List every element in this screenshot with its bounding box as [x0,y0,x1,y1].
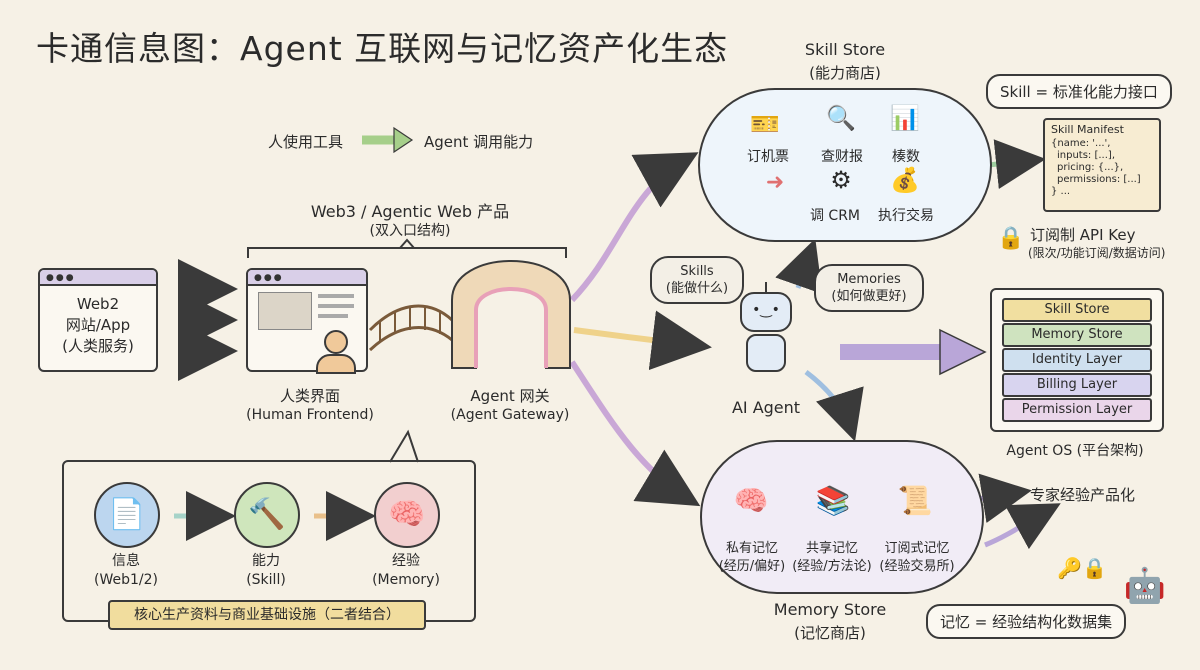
os-layer-memory-store: Memory Store [1002,323,1152,347]
expert-productize-label: 专家经验产品化 [1030,486,1136,504]
manifest-line: pricing: {...}, [1057,162,1124,173]
web2-window: ●●● Web2 网站/App (人类服务) [38,268,158,372]
core-item-label: 能力 [252,553,280,569]
memory-item-private: 私有记忆 (经历/偏好) [704,540,800,576]
magnifier-chart-icon: 🔍 [826,104,856,132]
agent-os-caption: Agent OS (平台架构) [1006,443,1144,459]
person-icon [316,330,356,374]
frontend-text-line [318,294,354,298]
core-item-sub: (Memory) [372,572,440,588]
skill-store-title: Skill Store [804,40,886,59]
bar-chart-icon: 📊 [890,104,920,132]
bubble-line: (如何做更好) [831,289,907,304]
books-icon: 📚 [815,484,851,517]
agent-label: AI Agent [731,398,801,417]
manifest-title: Skill Manifest [1051,123,1124,136]
gateway-arch-icon [452,248,570,368]
ticket-icon: 🎫 [750,110,780,138]
core-item-sub: (Skill) [246,572,286,588]
bubble-line: Memories [837,272,901,287]
hammer-icon: 🔨 [234,482,300,548]
web3-title: Web3 / Agentic Web 产品 [310,202,510,221]
manifest-line: } ... [1051,186,1071,197]
manifest-line: {name: '...', [1051,138,1111,149]
window-titlebar: ●●● [248,270,366,286]
core-banner: 核心生产资料与商业基础设施（二者结合） [108,600,426,630]
memory-item-label: 共享记忆 [805,541,858,556]
os-layer-identity: Identity Layer [1002,348,1152,372]
brain-icon: 🧠 [374,482,440,548]
web2-line2: 网站/App [65,316,131,334]
skill-store-cloud [698,88,992,242]
manifest-line: permissions: [...] [1057,174,1141,185]
skill-manifest-scroll: Skill Manifest {name: '...', inputs: [..… [1043,118,1161,212]
memory-store-title: Memory Store [773,600,887,619]
gear-icon: ⚙ [830,166,852,194]
scroll-icon: 📜 [897,484,933,517]
lock-icon: 🔒 [997,226,1025,251]
core-item-skill: 能力 (Skill) [214,552,318,590]
web2-line1: Web2 [76,295,120,313]
memory-item-shared: 共享记忆 (经验/方法论) [784,540,880,576]
window-dots-icon: ●●● [254,273,284,283]
core-item-label: 信息 [112,553,140,569]
os-layer-skill-store: Skill Store [1002,298,1152,322]
small-robot-icon: 🤖 [1123,566,1167,606]
skill-store-subtitle: (能力商店) [809,64,881,82]
document-icon: 📄 [94,482,160,548]
human-frontend-sub: (Human Frontend) [246,407,374,423]
page-title: 卡通信息图：Agent 互联网与记忆资产化生态 [36,29,729,68]
memory-item-sub: (经历/偏好) [718,559,786,574]
memory-item-sub: (经验交易所) [879,559,955,574]
skill-definition-pill: Skill = 标准化能力接口 [986,74,1172,109]
bubble-line: Skills [680,264,714,279]
human-frontend-window: ●●● [246,268,368,372]
skill-item-label: 查财报 [821,149,863,165]
memories-bubble: Memories (如何做更好) [814,264,924,312]
bubble-line: (能做什么) [665,281,729,296]
memory-store-cloud [700,440,984,594]
core-item-info: 信息 (Web1/2) [74,552,178,590]
memory-store-subtitle: (记忆商店) [794,624,866,642]
tools-left-label: 人使用工具 [268,133,344,151]
os-layer-permission: Permission Layer [1002,398,1152,422]
window-titlebar: ●●● [40,270,156,286]
api-key-sub: (限次/功能订阅/数据访问) [1028,246,1166,260]
memory-item-sub: (经验/方法论) [792,559,872,574]
skill-item-label: 执行交易 [878,208,934,224]
memory-item-label: 订阅式记忆 [884,541,950,556]
frontend-content-block [258,292,312,330]
arrow-icon: ➜ [765,170,785,195]
tools-right-label: Agent 调用能力 [424,133,534,151]
human-frontend-label: 人类界面 [279,387,340,405]
window-dots-icon: ●●● [46,273,76,283]
web2-line3: (人类服务) [62,337,134,355]
memory-definition-pill: 记忆 = 经验结构化数据集 [926,604,1127,639]
skills-bubble: Skills (能做什么) [650,256,744,304]
skill-item-label: 订机票 [747,149,789,165]
brain-heart-icon: 🧠 [733,484,769,517]
web3-subtitle: (双入口结构) [369,223,451,239]
frontend-text-line [318,304,354,308]
memory-item-subscription: 订阅式记忆 (经验交易所) [868,540,966,576]
skill-item-label: 调 CRM [809,208,861,224]
core-item-label: 经验 [392,553,420,569]
robot-icon: •‿• [726,282,806,382]
memory-item-label: 私有记忆 [725,541,778,556]
agent-gateway-sub: (Agent Gateway) [450,407,570,423]
core-item-memory: 经验 (Memory) [354,552,458,590]
manifest-line: inputs: [...], [1057,150,1115,161]
agent-gateway-label: Agent 网关 [470,387,550,405]
coins-icon: 💰 [890,166,920,194]
skill-item-label: 楱数 [892,149,920,165]
core-item-sub: (Web1/2) [94,572,158,588]
os-layer-billing: Billing Layer [1002,373,1152,397]
frontend-text-line [318,314,348,318]
key-lock-icon: 🔑🔒 [1057,556,1107,580]
api-key-label: 订阅制 API Key [1030,226,1136,244]
